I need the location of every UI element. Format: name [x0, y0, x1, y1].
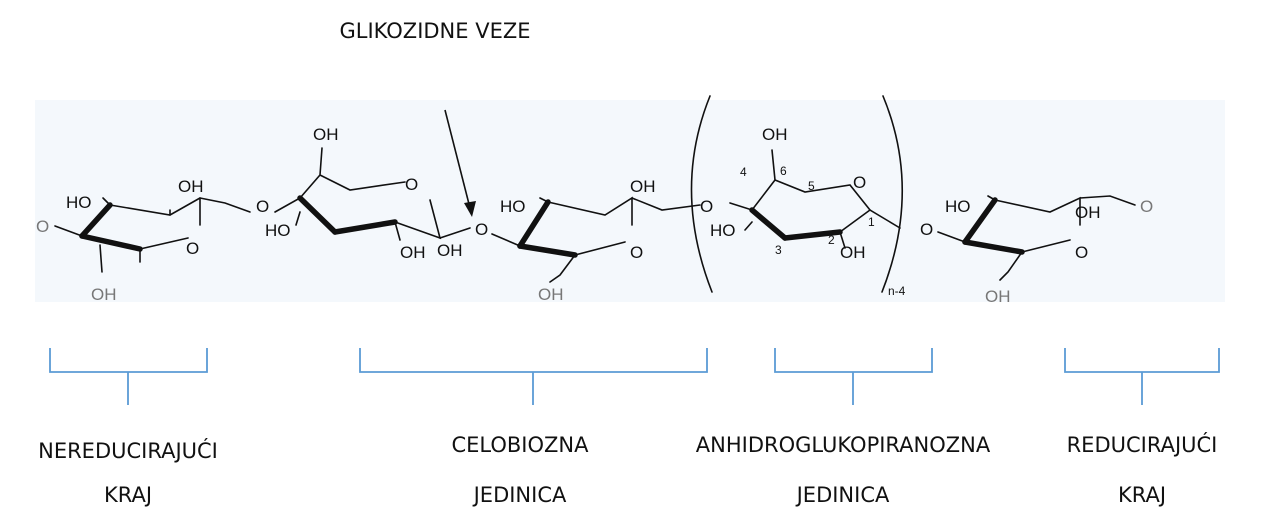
- glucose-ring-3: HO OH O OH: [491, 177, 701, 304]
- glucose-ring-1: OH HO O O OH O: [36, 177, 269, 304]
- right-bracket: [881, 95, 903, 293]
- left-bracket: [690, 95, 713, 293]
- svg-text:OH: OH: [538, 285, 564, 304]
- svg-text:O: O: [475, 220, 488, 239]
- svg-text:O: O: [1075, 243, 1088, 262]
- svg-text:O: O: [256, 197, 269, 216]
- label-reducing-line2: KRAJ: [1118, 483, 1166, 507]
- glycosidic-bond-arrow: [444, 109, 471, 209]
- svg-text:n-4: n-4: [888, 284, 906, 298]
- svg-text:OH: OH: [840, 243, 866, 262]
- svg-text:6: 6: [780, 164, 787, 178]
- svg-text:O: O: [186, 239, 199, 258]
- brace-reducing-end: [1064, 348, 1220, 405]
- label-cellobiose-line2: JEDINICA: [472, 483, 567, 507]
- label-anhydro-line2: JEDINICA: [795, 483, 890, 507]
- svg-text:O: O: [700, 197, 713, 216]
- svg-text:O: O: [920, 220, 933, 239]
- svg-text:O: O: [36, 217, 49, 236]
- svg-text:3: 3: [775, 243, 782, 257]
- svg-text:O: O: [405, 175, 418, 194]
- svg-text:HO: HO: [945, 197, 971, 216]
- svg-text:OH: OH: [178, 177, 204, 196]
- anhydroglucose-repeat-unit: OH 4 6 5 O 1 2 3 HO OH n-4: [690, 95, 906, 298]
- svg-text:5: 5: [808, 179, 815, 193]
- svg-text:2: 2: [828, 233, 835, 247]
- glucose-ring-5: HO OH O O OH: [937, 195, 1153, 306]
- svg-text:1: 1: [868, 215, 875, 229]
- brace-nonreducing-end: [49, 348, 208, 405]
- svg-text:OH: OH: [437, 241, 463, 260]
- title-glycosidic-bonds: GLIKOZIDNE VEZE: [339, 19, 530, 43]
- glucose-ring-2: OH O HO OH OH: [265, 125, 471, 262]
- label-nonreducing-line1: NEREDUCIRAJUĆI: [38, 438, 218, 463]
- arrow-head-icon: [464, 201, 476, 217]
- svg-text:HO: HO: [710, 221, 736, 240]
- label-cellobiose-line1: CELOBIOZNA: [451, 433, 589, 457]
- svg-text:HO: HO: [66, 193, 92, 212]
- svg-text:OH: OH: [630, 177, 656, 196]
- svg-text:O: O: [630, 243, 643, 262]
- structure-background: [35, 100, 1225, 302]
- svg-text:HO: HO: [265, 221, 291, 240]
- label-anhydro-line1: ANHIDROGLUKOPIRANOZNA: [696, 433, 991, 457]
- svg-text:HO: HO: [500, 197, 526, 216]
- svg-text:OH: OH: [400, 243, 426, 262]
- svg-text:OH: OH: [91, 285, 117, 304]
- svg-text:O: O: [853, 173, 866, 192]
- label-nonreducing-line2: KRAJ: [104, 483, 152, 507]
- svg-text:OH: OH: [1075, 203, 1101, 222]
- svg-text:OH: OH: [985, 287, 1011, 306]
- svg-text:OH: OH: [762, 125, 788, 144]
- svg-text:OH: OH: [313, 125, 339, 144]
- svg-text:4: 4: [740, 165, 747, 179]
- brace-cellobiose-unit: [359, 348, 708, 405]
- brace-anhydroglucose-unit: [774, 348, 933, 405]
- svg-text:O: O: [1140, 197, 1153, 216]
- label-reducing-line1: REDUCIRAJUĆI: [1067, 432, 1218, 457]
